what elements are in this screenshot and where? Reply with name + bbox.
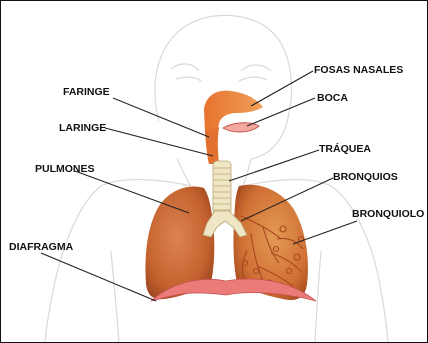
leader-diafragma — [41, 253, 156, 301]
pharynx-shape — [205, 127, 219, 164]
label-bronquiolo: BRONQUIOLO — [352, 208, 424, 220]
leader-faringe — [113, 98, 209, 137]
leader-fosas-nasales — [251, 71, 313, 106]
label-laringe: LARINGE — [59, 122, 106, 134]
mouth-shape — [223, 123, 259, 132]
label-pulmones: PULMONES — [35, 163, 95, 175]
label-boca: BOCA — [317, 92, 348, 104]
label-faringe: FARINGE — [63, 86, 110, 98]
label-diafragma: DIAFRAGMA — [9, 241, 74, 253]
label-bronquios: BRONQUIOS — [333, 171, 398, 183]
label-traquea: TRÁQUEA — [319, 142, 371, 155]
trachea-shape — [213, 161, 231, 215]
leader-traquea — [229, 150, 319, 181]
label-fosas-nasales: FOSAS NASALES — [314, 64, 403, 76]
leader-pulmones — [75, 171, 189, 213]
